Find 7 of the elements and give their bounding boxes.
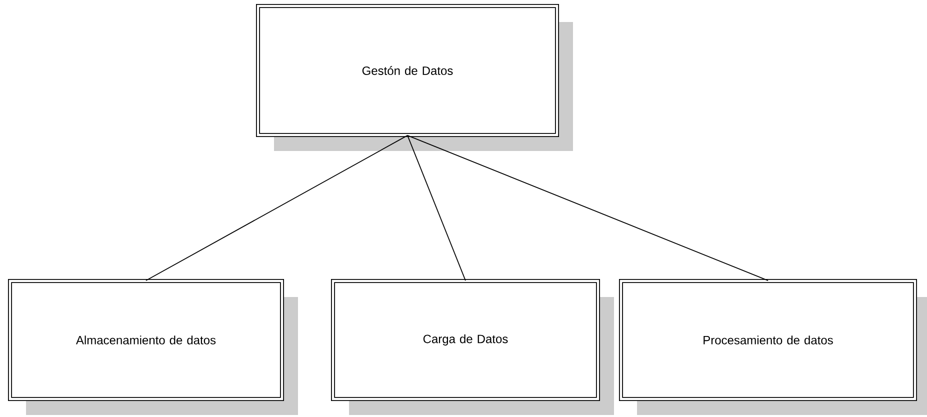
process-box: Procesamiento de datos	[619, 279, 927, 415]
process-box: Carga de Datos	[331, 279, 614, 415]
connector-line	[146, 135, 408, 281]
process-box: Almacenamiento de datos	[8, 279, 298, 415]
process-box: Gestón de Datos	[256, 4, 573, 151]
connector-line	[407, 135, 768, 281]
connector-line	[407, 135, 466, 281]
